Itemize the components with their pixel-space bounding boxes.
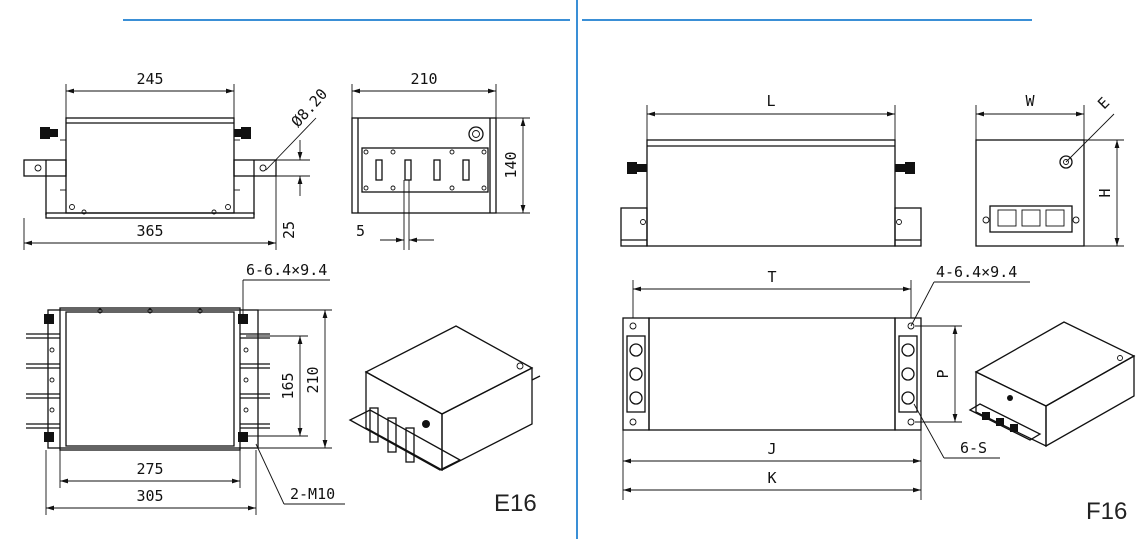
f16-dim-H: H — [1096, 188, 1114, 197]
f16-side-view — [975, 139, 1085, 247]
e16-side-view — [351, 117, 497, 214]
e16-dim-305: 305 — [136, 487, 163, 505]
e16-dim-slot: 6-6.4×9.4 — [246, 261, 327, 279]
e16-dim-studs: 2-M10 — [290, 485, 335, 503]
f16-top-view — [622, 317, 922, 431]
f16-dim-T: T — [767, 268, 776, 286]
f16-dim-P: P — [934, 369, 952, 378]
e16-dim-165: 165 — [279, 372, 297, 399]
f16-dim-J: J — [767, 440, 776, 458]
e16-dim-hole: Ø8.20 — [288, 85, 332, 131]
e16-top-view — [26, 307, 270, 451]
e16-dim-210-top: 210 — [410, 70, 437, 88]
e16-dim-5: 5 — [356, 222, 365, 240]
f16-dim-L: L — [766, 92, 775, 110]
f16-dim-S: 6-S — [960, 439, 987, 457]
e16-dim-140: 140 — [502, 151, 520, 178]
f16-front-view — [620, 139, 922, 247]
f16-panel-label: F16 — [1086, 498, 1127, 525]
e16-dim-25: 25 — [280, 221, 298, 239]
e16-dim-275: 275 — [136, 460, 163, 478]
f16-dim-E: E — [1094, 94, 1113, 113]
f16-dim-slot: 4-6.4×9.4 — [936, 263, 1017, 281]
e16-panel-label: E16 — [494, 490, 537, 517]
e16-dim-365: 365 — [136, 222, 163, 240]
e16-front-view — [23, 117, 277, 219]
f16-isometric-view — [968, 321, 1136, 448]
e16-dim-210-side: 210 — [304, 366, 322, 393]
f16-dim-K: K — [767, 469, 776, 487]
e16-isometric-view — [348, 325, 541, 472]
e16-dim-245: 245 — [136, 70, 163, 88]
f16-dim-W: W — [1025, 92, 1035, 110]
